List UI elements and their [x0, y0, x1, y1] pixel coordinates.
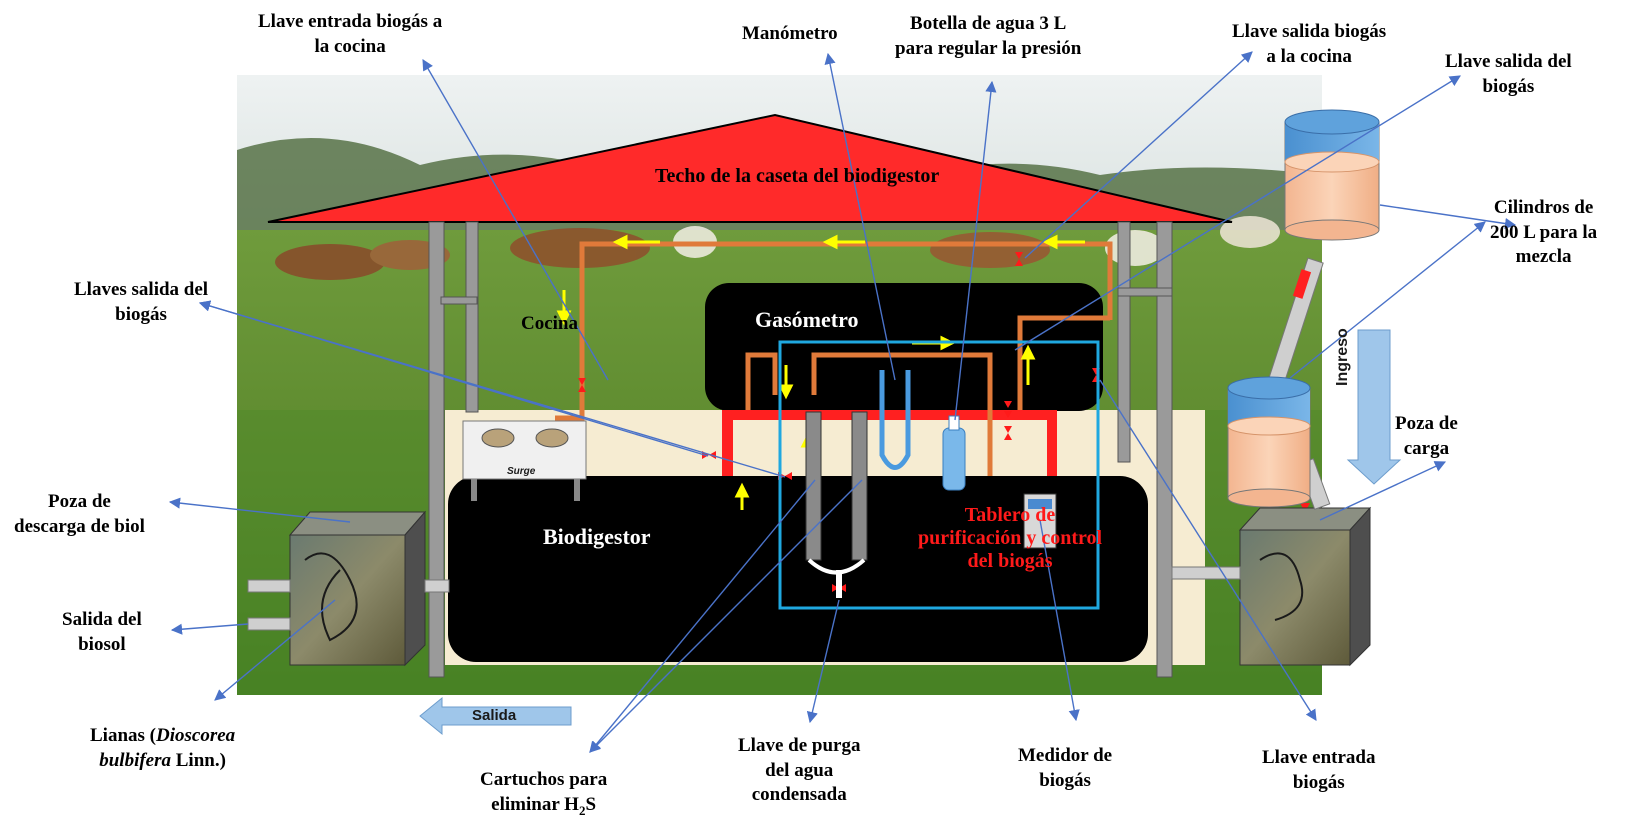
lianas-prefix: Lianas (	[90, 725, 156, 746]
cartuchos-line1: Cartuchos para	[480, 769, 608, 790]
label-poza-carga: Poza de carga	[1395, 413, 1458, 459]
valve-kitchen-inlet	[578, 378, 586, 392]
label-llave-entrada-cocina: Llave entrada biogás a la cocina	[258, 11, 443, 57]
cocina-label: Cocina	[521, 313, 578, 334]
stove-brand: Surge	[507, 466, 536, 477]
label-medidor: Medidor de biogás	[1018, 745, 1113, 791]
label-botella: Botella de agua 3 L para regular la pres…	[895, 13, 1082, 59]
roof	[267, 113, 1233, 223]
valve-panel-1	[1004, 426, 1012, 440]
salida-label: Salida	[472, 707, 517, 724]
manometer-tube	[879, 370, 911, 470]
gasometro-label: Gasómetro	[755, 307, 859, 332]
label-llave-entrada-biogas: Llave entrada biogás	[1262, 747, 1376, 793]
ingreso-arrow	[1346, 329, 1402, 485]
salida-arrow	[419, 696, 572, 736]
roof-title: Techo de la caseta del biodigestor	[655, 165, 940, 187]
water-bottle	[942, 415, 966, 491]
pointer-lines	[168, 51, 1517, 753]
valve-purge	[832, 584, 846, 592]
lianas-species: bulbifera	[99, 749, 171, 771]
label-llave-salida-biogas: Llave salida del biogás	[1445, 51, 1572, 97]
label-salida-biosol: Salida del biosol	[62, 609, 142, 655]
cartuchos-line2-prefix: eliminar H	[491, 793, 579, 815]
valve-kitchen-outlet	[1015, 252, 1023, 266]
label-llave-purga: Llave de purga del agua condensada	[738, 735, 861, 806]
kitchen-stove	[462, 420, 587, 501]
tablero-label: Tablero de purificación y control del bi…	[918, 504, 1103, 572]
gasometro-tank	[705, 283, 1103, 411]
cartuchos-subscript: 2	[578, 802, 586, 818]
poza-descarga-box	[247, 510, 450, 667]
poza-carga-box	[1171, 506, 1372, 667]
label-llaves-salida: Llaves salida del biogás	[74, 279, 209, 325]
biodigestor-label: Biodigestor	[543, 524, 651, 549]
gas-pipes	[555, 241, 1113, 476]
cartuchos-line2-suffix: S	[585, 793, 597, 815]
label-cartuchos: Cartuchos para eliminar H2S	[480, 768, 607, 819]
mixing-cylinders	[1227, 109, 1380, 510]
label-lianas: Lianas (Dioscorea bulbifera Linn.)	[90, 724, 235, 773]
label-cilindros: Cilindros de 200 L para la mezcla	[1490, 197, 1598, 268]
biodigestor-tank	[448, 476, 1148, 662]
valve-panel-2	[1004, 401, 1012, 418]
label-poza-descarga: Poza de descarga de biol	[14, 491, 145, 537]
lianas-genus: Dioscorea	[156, 725, 236, 746]
lianas-suffix: Linn.)	[171, 749, 226, 771]
house-posts	[428, 221, 1173, 678]
h2s-cartridges	[805, 411, 868, 598]
ingreso-label: Ingreso	[1334, 328, 1351, 386]
label-manometro: Manómetro	[742, 23, 838, 44]
label-llave-salida-cocina: Llave salida biogás a la cocina	[1232, 21, 1387, 67]
